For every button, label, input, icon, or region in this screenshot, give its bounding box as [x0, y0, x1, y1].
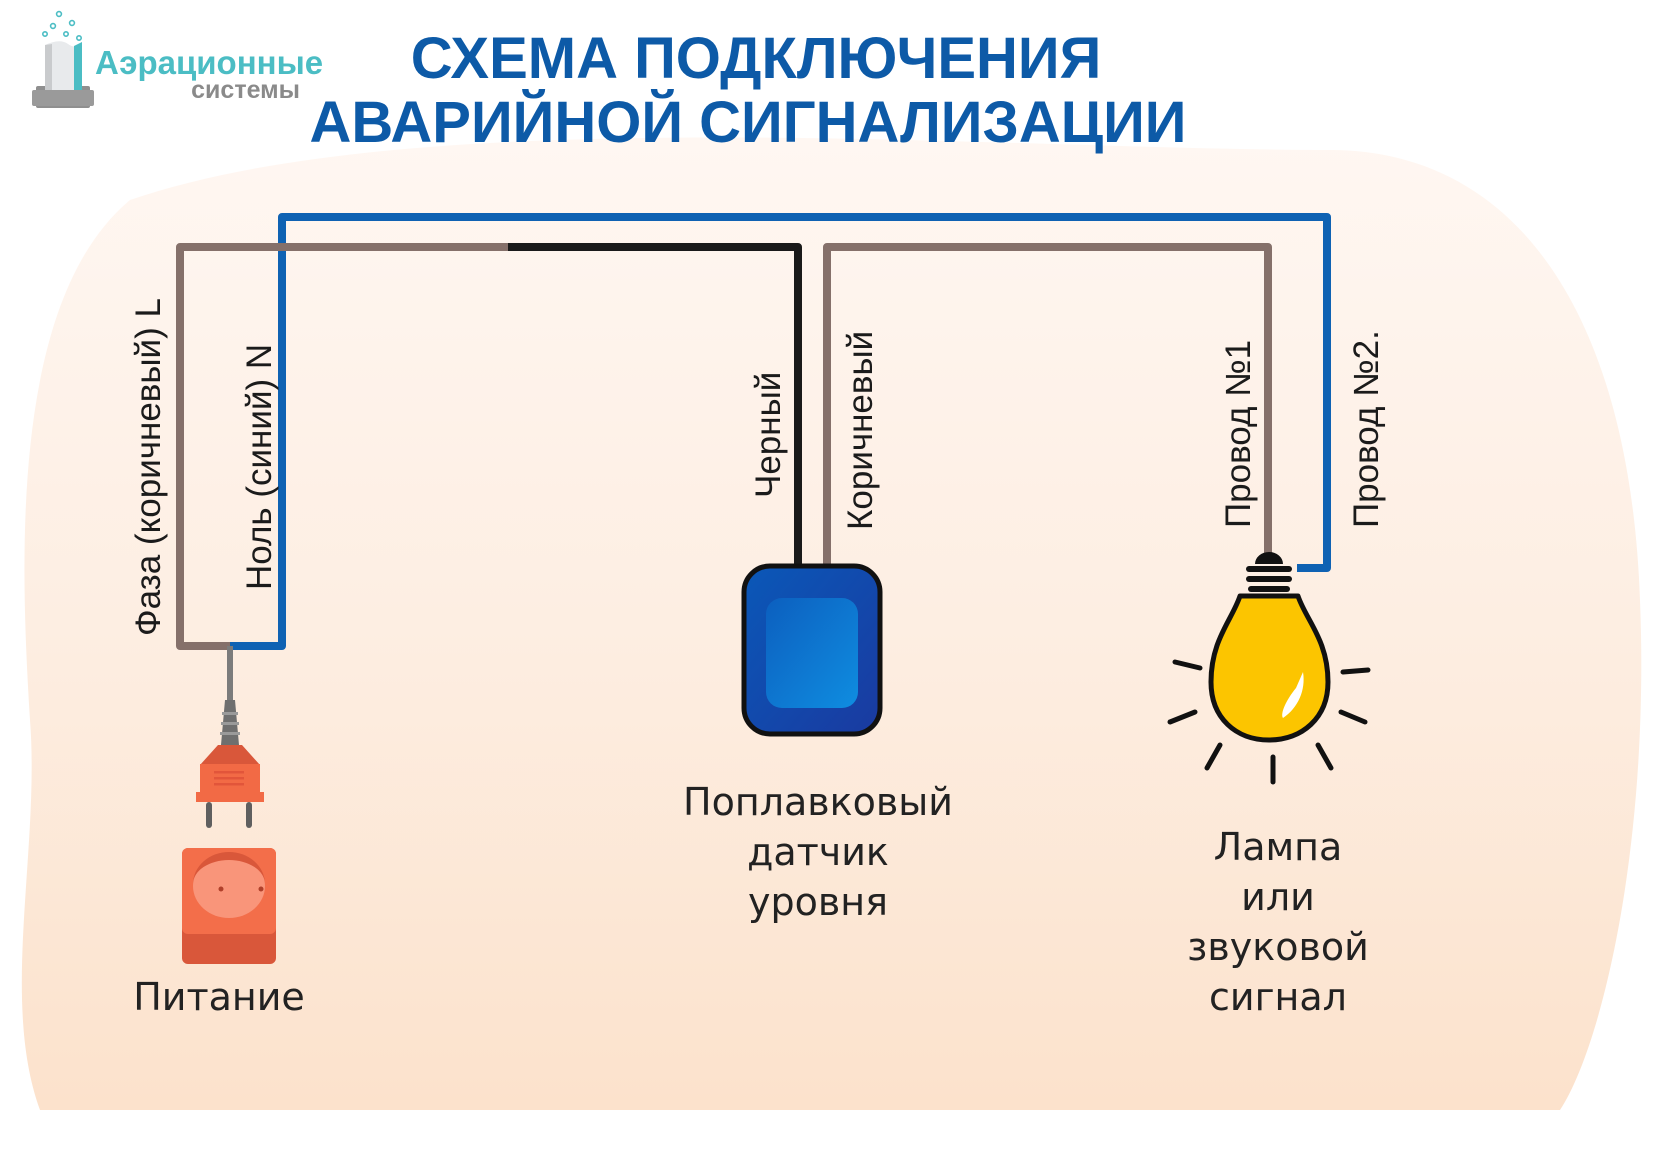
diagram-title-line1: СХЕМА ПОДКЛЮЧЕНИЯ [411, 26, 1102, 91]
company-logo: Аэрационные системы [32, 10, 323, 108]
sensor-black-wire-label: Черный [749, 372, 788, 498]
sensor-label-line2: датчик [747, 830, 889, 874]
lamp-label-line2: или [1241, 875, 1315, 919]
power-plug-icon [196, 646, 264, 828]
light-bulb-icon [1208, 552, 1331, 743]
lamp-wire1-label: Провод №1 [1219, 340, 1258, 528]
phase-wire [176, 243, 512, 650]
lamp-label-line1: Лампа [1214, 825, 1343, 869]
neutral-wire [230, 213, 1331, 650]
sensor-label-line3: уровня [748, 880, 888, 924]
lamp-label-line4: сигнал [1209, 975, 1347, 1019]
sensor-brown-wire [823, 243, 1272, 568]
sensor-label-line1: Поплавковый [683, 780, 953, 824]
lamp-wire2-label: Провод №2. [1347, 330, 1386, 528]
power-socket-icon [182, 848, 276, 964]
logo-subtitle: системы [191, 76, 300, 104]
float-sensor-icon [741, 563, 883, 737]
power-label: Питание [133, 975, 305, 1019]
neutral-wire-label: Ноль (синий) N [240, 344, 279, 590]
sensor-brown-wire-label: Коричневый [841, 331, 880, 530]
logo-title: Аэрационные [95, 44, 323, 81]
lamp-label-line3: звуковой [1187, 925, 1369, 969]
phase-wire-label: Фаза (коричневый) L [129, 298, 168, 636]
sensor-black-wire [508, 243, 802, 568]
light-rays-icon [1167, 659, 1371, 785]
aeration-tank-icon [32, 10, 94, 108]
diagram-title-line2: АВАРИЙНОЙ СИГНАЛИЗАЦИИ [310, 90, 1187, 155]
